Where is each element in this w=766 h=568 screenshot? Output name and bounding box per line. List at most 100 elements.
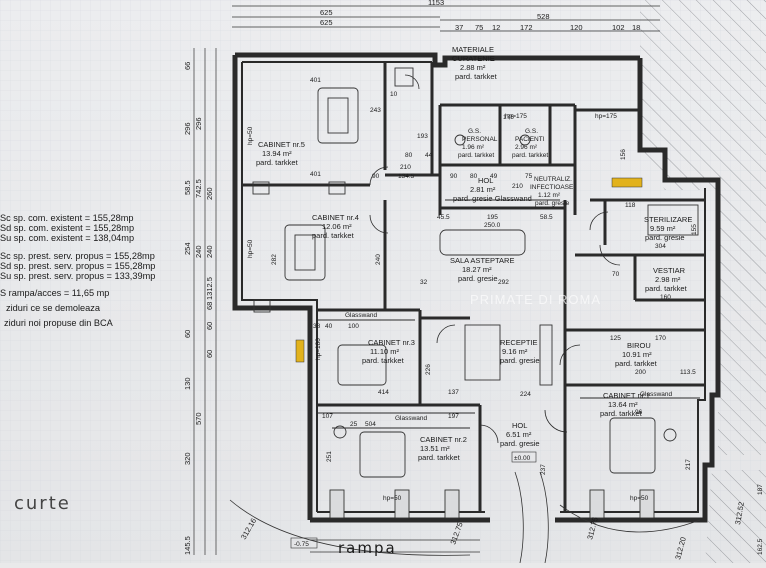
glasswand-label: Glasswand <box>345 312 378 319</box>
neighbor-hatch-bottom <box>705 470 766 563</box>
dim-left: 130 <box>183 377 192 390</box>
elevation-label: 312.52 <box>733 501 746 525</box>
room-name: BIROU <box>627 341 651 350</box>
dim-left: 296 <box>194 117 203 130</box>
level-label: -0.75 <box>294 541 309 548</box>
room-materiale-curatenie: MATERIALE CURATENIE 2.88 m² pard. tarkke… <box>452 45 498 81</box>
room-floor: pard. tarkket <box>418 453 461 462</box>
legend-line: Sd sp. com. existent = 155,28mp <box>0 223 135 234</box>
room-cabinet-3: CABINET nr.3 11.10 m² pard. tarkket <box>362 338 415 365</box>
level-label: ±0.00 <box>514 455 531 462</box>
legend-line: Sd sp. prest. serv. propus = 155,28mp <box>0 260 156 271</box>
dim-label: 401 <box>310 171 321 178</box>
room-area: 18.27 m² <box>462 265 492 274</box>
room-name: NEUTRALIZ. <box>534 176 572 183</box>
dim-top-b: 625 <box>320 18 333 27</box>
legend-line: Sc sp. com. existent = 155,28mp <box>0 213 134 223</box>
height-label: hp=180 <box>315 338 322 360</box>
level-box <box>290 537 318 549</box>
dim-label: 251 <box>326 451 333 462</box>
dim-left: 1312.5 <box>205 277 214 300</box>
exterior-walls <box>232 52 721 523</box>
dim-label: 197 <box>448 413 459 420</box>
dim-label: 38 <box>313 323 321 330</box>
dim-left: 60 <box>205 322 214 330</box>
glass-partitions <box>317 199 700 429</box>
dim-left: 742.5 <box>194 179 203 198</box>
room-floor: pard. tarkket <box>256 158 299 167</box>
dim-left: 254 <box>183 242 192 255</box>
glasswand-label: Glasswand <box>640 391 673 398</box>
room-cabinet-4: CABINET nr.4 12.06 m² pard. tarkket <box>312 213 359 240</box>
room-name: PACIENTI <box>515 136 545 143</box>
room-gs-pacienti: G.S. PACIENTI 2.96 m² pard. tarkket <box>512 128 548 159</box>
dim-left: 60 <box>205 350 214 358</box>
dim-label: 193 <box>417 133 428 140</box>
dim-left: 570 <box>194 412 203 425</box>
left-dimensions <box>193 48 217 555</box>
room-hol-top: HOL 2.81 m² pard. gresie Glasswand <box>453 176 532 203</box>
ramp <box>310 471 549 564</box>
dim-label: 58.5 <box>540 214 553 221</box>
room-gs-personal: G.S. PERSONAL 1.96 m² pard. tarkket <box>458 128 498 159</box>
room-sala-asteptare: SALA ASTEPTARE 18.27 m² pard. gresie <box>450 256 514 283</box>
room-floor: pard. gresie <box>645 233 685 242</box>
dim-label: 45.5 <box>437 214 450 221</box>
room-floor: pard. tarkket <box>615 359 658 368</box>
room-area: 13.94 m² <box>262 149 292 158</box>
room-area: 13.64 m² <box>608 400 638 409</box>
entrance-pillars <box>329 489 655 519</box>
room-name: HOL <box>512 421 527 430</box>
dim-label: 175 <box>503 114 514 121</box>
room-name: SALA ASTEPTARE <box>450 256 514 265</box>
room-name: CURATENIE <box>452 54 495 63</box>
dim-label: 237 <box>540 464 547 475</box>
dim-top-seg: 75 <box>475 23 483 32</box>
dim-label: 156 <box>620 149 627 160</box>
dim-label: 160 <box>660 294 671 301</box>
dim-left: 58.5 <box>183 180 192 195</box>
dim-label: 75 <box>525 173 533 180</box>
dim-top-seg: 172 <box>520 23 533 32</box>
dim-left: 60 <box>183 330 192 338</box>
height-label: hp=50 <box>247 126 254 145</box>
room-floor: pard. tarkket <box>312 231 355 240</box>
room-name: CABINET nr.5 <box>258 140 305 149</box>
dim-label: 504 <box>365 421 376 428</box>
courtyard-label: curte <box>14 493 71 514</box>
room-name: MATERIALE <box>452 45 494 54</box>
dim-label: 100 <box>348 323 359 330</box>
room-name: CABINET nr.4 <box>312 213 359 222</box>
room-name: INFECTIOASE <box>530 184 574 191</box>
dim-label: 210 <box>400 164 411 171</box>
legend-line: Su sp. com. existent = 138,04mp <box>0 233 135 244</box>
room-name: RECEPTIE <box>500 338 538 347</box>
neighbor-hatch-top <box>640 0 766 455</box>
demolish-wall-marker <box>295 339 305 363</box>
dim-label: 10 <box>390 91 398 98</box>
room-floor: pard. tarkket <box>600 409 643 418</box>
room-hol-bottom: HOL 6.51 m² pard. gresie <box>500 421 540 448</box>
dim-label: 125 <box>610 335 621 342</box>
room-floor: pard. gresie <box>535 200 570 207</box>
dim-label: 90 <box>450 173 458 180</box>
room-receptie: RECEPTIE 9.16 m² pard. gresie <box>500 338 540 365</box>
dim-left: 240 <box>194 245 203 258</box>
dim-label: 107 <box>322 413 333 420</box>
furniture <box>252 67 699 478</box>
room-area: 6.51 m² <box>506 430 532 439</box>
room-area: 9.59 m² <box>650 224 676 233</box>
room-cabinet-5: CABINET nr.5 13.94 m² pard. tarkket <box>256 140 305 167</box>
room-name: G.S. <box>525 128 538 135</box>
dim-label: 118 <box>625 202 636 209</box>
room-name: CABINET nr.2 <box>420 435 467 444</box>
dim-label: 304 <box>655 243 666 250</box>
room-neutralizare: NEUTRALIZ. INFECTIOASE 1.12 m² pard. gre… <box>530 176 574 207</box>
room-floor: pard. gresie <box>500 356 540 365</box>
room-sterilizare: STERILIZARE 9.59 m² pard. gresie <box>644 215 692 242</box>
dim-top-right: 528 <box>537 12 550 21</box>
legend-line: S rampa/acces = 11,65 mp <box>0 288 110 299</box>
height-label: hp=50 <box>247 239 254 258</box>
interior-walls <box>242 62 705 512</box>
dim-label: 113.5 <box>680 369 696 376</box>
